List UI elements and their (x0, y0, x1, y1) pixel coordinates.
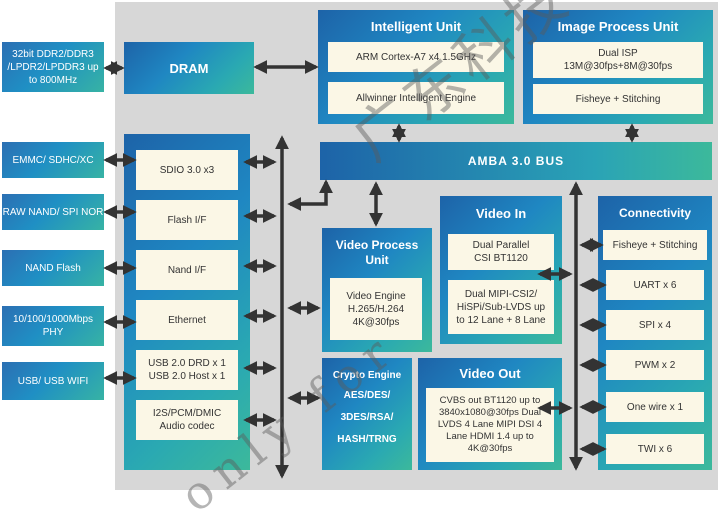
flash-if-box: Flash I/F (136, 200, 238, 240)
sdio-box: SDIO 3.0 x3 (136, 150, 238, 190)
nand-flash-label: NAND Flash (2, 250, 104, 286)
conn-fisheye: Fisheye + Stitching (603, 230, 707, 260)
connectivity-title: Connectivity (618, 206, 691, 220)
raw-nand-label: RAW NAND/ SPI NOR (2, 194, 104, 230)
amba-bus-label: AMBA 3.0 BUS (467, 154, 565, 168)
conn-one-wire: One wire x 1 (606, 392, 704, 422)
conn-pwm: PWM x 2 (606, 350, 704, 380)
amba-bus: AMBA 3.0 BUS (320, 142, 712, 180)
ethernet-box: Ethernet (136, 300, 238, 340)
crypto-line-aes: AES/DES/ (343, 390, 391, 401)
phy-label: 10/100/1000Mbps PHY (2, 306, 104, 346)
intelligent-unit: Intelligent Unit ARM Cortex-A7 x4 1.5GHz… (318, 10, 514, 124)
crypto-line-rsa: 3DES/RSA/ (340, 412, 394, 423)
video-engine-box: Video Engine H.265/H.264 4K@30fps (330, 278, 422, 340)
dram-block: DRAM (124, 42, 254, 94)
video-in-title: Video In (475, 206, 527, 221)
fisheye-box: Fisheye + Stitching (533, 84, 703, 114)
image-process-unit: Image Process Unit Dual ISP 13M@30fps+8M… (523, 10, 713, 124)
video-out-spec-box: CVBS out BT1120 up to 3840x1080@30fps Du… (426, 388, 554, 462)
cpu-box: ARM Cortex-A7 x4 1.5GHz (328, 42, 504, 72)
conn-uart: UART x 6 (606, 270, 704, 300)
crypto-engine-title: Crypto Engine (332, 370, 402, 381)
isp-box: Dual ISP 13M@30fps+8M@30fps (533, 42, 703, 78)
dram-label: DRAM (169, 60, 209, 76)
connection-arrows (103, 60, 639, 479)
audio-box: I2S/PCM/DMIC Audio codec (136, 400, 238, 440)
intelligent-unit-title: Intelligent Unit (370, 19, 462, 34)
conn-twi: TWI x 6 (606, 434, 704, 464)
nand-if-box: Nand I/F (136, 250, 238, 290)
video-process-unit-title: Video Process Unit (335, 238, 419, 267)
usb-label: USB/ USB WIFI (2, 362, 104, 400)
crypto-engine: Crypto Engine AES/DES/ 3DES/RSA/ HASH/TR… (322, 358, 412, 470)
video-out-title: Video Out (459, 366, 521, 381)
parallel-csi-box: Dual Parallel CSI BT1120 (448, 234, 554, 270)
video-process-unit: Video Process Unit Video Engine H.265/H.… (322, 228, 432, 352)
emmc-label: EMMC/ SDHC/XC (2, 142, 104, 178)
usb-box: USB 2.0 DRD x 1 USB 2.0 Host x 1 (136, 350, 238, 390)
image-process-unit-title: Image Process Unit (557, 19, 679, 34)
crypto-line-hash: HASH/TRNG (337, 434, 397, 445)
conn-spi: SPI x 4 (606, 310, 704, 340)
mipi-csi-box: Dual MIPI-CSI2/ HiSPi/Sub-LVDS up to 12 … (448, 280, 554, 334)
arrow-internal-amba (287, 179, 333, 211)
ai-engine-box: Allwinner Intelligent Engine (328, 82, 504, 114)
dram-interface-label: 32bit DDR2/DDR3 /LPDR2/LPDDR3 up to 800M… (2, 42, 104, 92)
